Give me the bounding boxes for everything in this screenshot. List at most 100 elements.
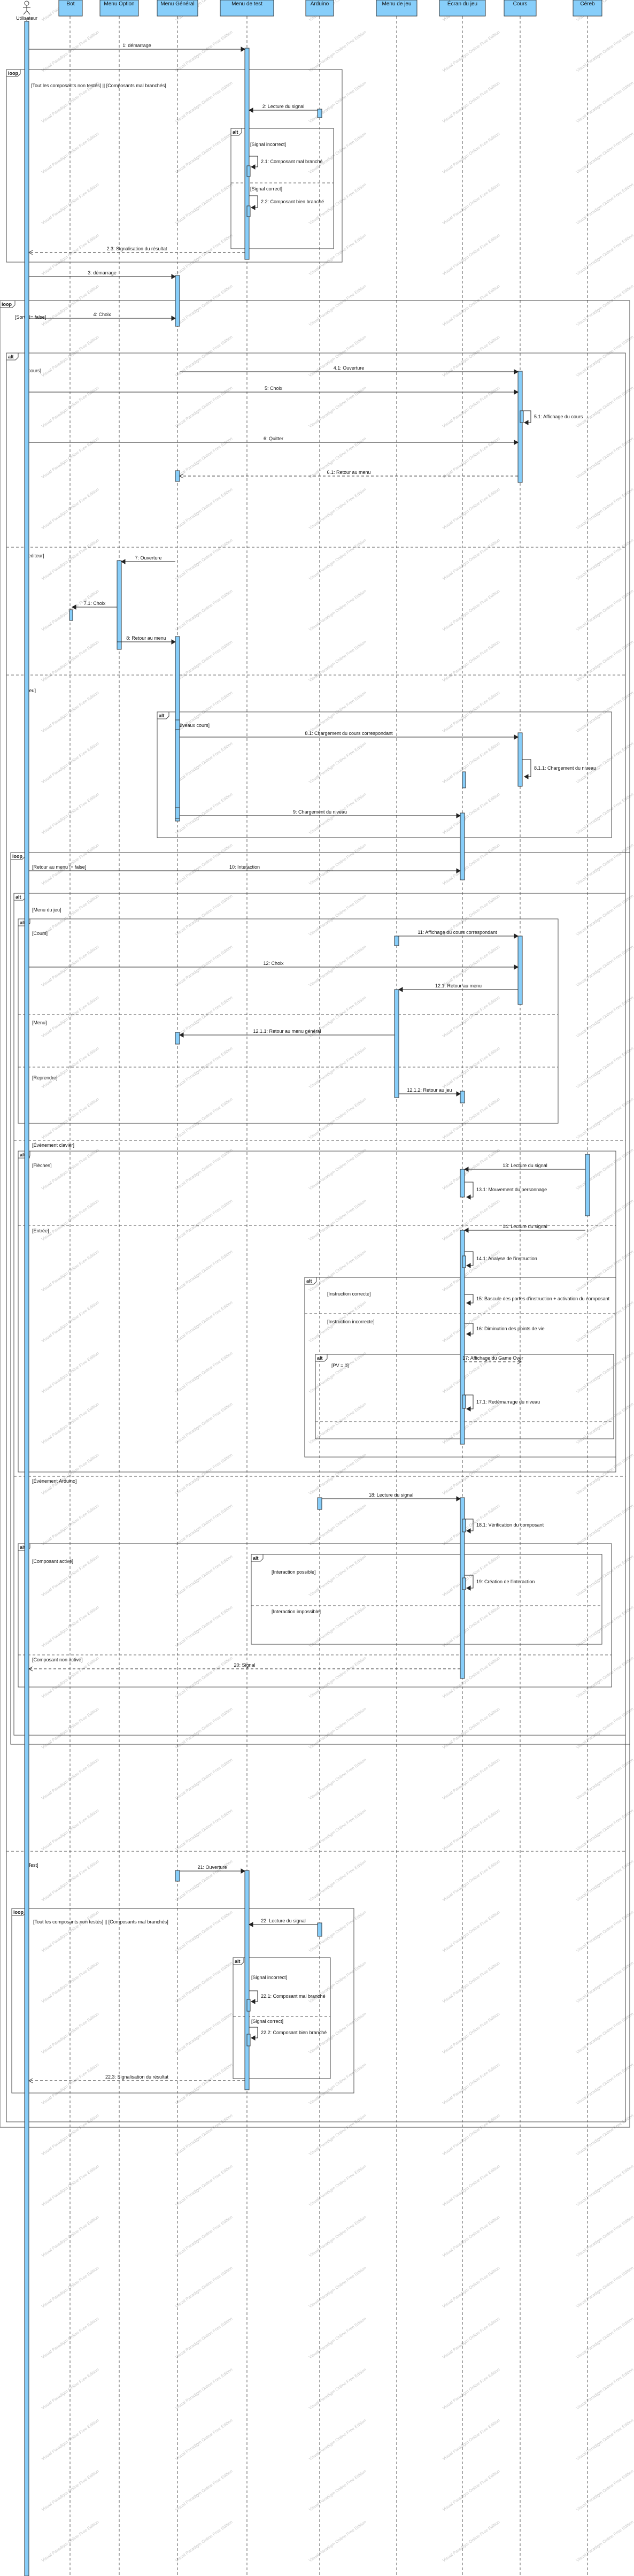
watermark-text: Visual Paradigm Online Free Edition: [575, 2367, 634, 2410]
message-m1: 1: démarrage: [29, 43, 246, 52]
watermark-text: Visual Paradigm Online Free Edition: [308, 893, 367, 937]
watermark-text: Visual Paradigm Online Free Edition: [442, 1960, 501, 2004]
message-m21b: 21: Ouverture: [180, 1865, 246, 1874]
alt-niveau-cours-fragment: alt [Niveaux cours]: [157, 711, 612, 838]
watermark-text: Visual Paradigm Online Free Edition: [575, 2062, 634, 2105]
watermark-text: Visual Paradigm Online Free Edition: [174, 2214, 234, 2258]
participant-menu-option-label: Menu Option: [104, 1, 134, 7]
watermark-text: Visual Paradigm Online Free Edition: [308, 29, 367, 73]
message-m6: 6: Quitter: [29, 436, 519, 445]
alt-composant-fragment: alt [Composant activé] [Composant non ac…: [18, 1543, 612, 1688]
watermark-text: Visual Paradigm Online Free Edition: [575, 233, 634, 276]
watermark-text: Visual Paradigm Online Free Edition: [575, 1351, 634, 1394]
alt-interaction-impossible-guard: [Interaction impossible]: [272, 1609, 321, 1614]
watermark-text: Visual Paradigm Online Free Edition: [308, 2062, 367, 2105]
watermark-text: Visual Paradigm Online Free Edition: [442, 1655, 501, 1699]
watermark-text: Visual Paradigm Online Free Edition: [575, 436, 634, 479]
watermark-text: Visual Paradigm Online Free Edition: [308, 2113, 367, 2156]
loop-tests-fragment: loop [Tout les composants non testés] ||…: [6, 69, 343, 263]
watermark-text: Visual Paradigm Online Free Edition: [174, 538, 234, 581]
watermark-text: Visual Paradigm Online Free Edition: [308, 2367, 367, 2410]
watermark-text: Visual Paradigm Online Free Edition: [308, 588, 367, 632]
watermark-text: Visual Paradigm Online Free Edition: [41, 436, 100, 479]
message-label-m1: 1: démarrage: [122, 43, 151, 48]
watermark-text: Visual Paradigm Online Free Edition: [575, 1706, 634, 1750]
watermark-text: Visual Paradigm Online Free Edition: [174, 1452, 234, 1496]
message-label-m81: 8.1: Chargement du cours correspondant: [305, 731, 393, 736]
watermark-text: Visual Paradigm Online Free Edition: [442, 1859, 501, 1902]
svg-text:alt: alt: [8, 354, 14, 359]
watermark-text: Visual Paradigm Online Free Edition: [174, 436, 234, 479]
watermark-text: Visual Paradigm Online Free Edition: [575, 2418, 634, 2461]
watermark-text: Visual Paradigm Online Free Edition: [174, 639, 234, 683]
svg-text:alt: alt: [233, 129, 238, 135]
self-message-m811: 8.1.1: Chargement du niveau: [522, 759, 596, 779]
activation-ecran-jeu-1: [460, 812, 465, 880]
watermark-text: Visual Paradigm Online Free Edition: [442, 741, 501, 784]
watermark-text: Visual Paradigm Online Free Edition: [174, 2011, 234, 2054]
watermark-text: Visual Paradigm Online Free Edition: [442, 2062, 501, 2105]
watermark-text: Visual Paradigm Online Free Edition: [442, 792, 501, 835]
alt-composant-non-active-guard: [Composant non activé]: [32, 1657, 83, 1662]
activation-arduino-2: [317, 1497, 322, 1510]
alt-instruction-correcte-guard: [Instruction correcte]: [327, 1291, 371, 1297]
watermark-text: Visual Paradigm Online Free Edition: [442, 182, 501, 225]
activation-utilisateur: [24, 21, 29, 2576]
activation-menu-de-jeu-2: [394, 989, 399, 1098]
watermark-text: Visual Paradigm Online Free Edition: [442, 2468, 501, 2512]
watermark-text: Visual Paradigm Online Free Edition: [174, 233, 234, 276]
svg-text:loop: loop: [8, 71, 18, 76]
activations: [24, 21, 590, 2576]
message-m23: 2.3: Signalisation du résultat: [28, 246, 245, 255]
watermark-text: Visual Paradigm Online Free Edition: [442, 1300, 501, 1343]
watermark-text: Visual Paradigm Online Free Edition: [174, 2113, 234, 2156]
watermark-text: Visual Paradigm Online Free Edition: [442, 80, 501, 124]
watermark-layer: Visual Paradigm Online Free EditionVisua…: [41, 0, 634, 2563]
alt-evenement-clavier-guard: [Évènement clavier]: [32, 1143, 74, 1148]
activation-ecran-jeu-nested-4: [462, 1519, 466, 1532]
message-m1212: 12.1.2: Retour au jeu: [399, 1087, 461, 1097]
activation-menu-de-test-nested-1: [246, 165, 251, 177]
watermark-text: Visual Paradigm Online Free Edition: [174, 842, 234, 886]
watermark-text: Visual Paradigm Online Free Edition: [174, 2164, 234, 2207]
activation-ecran-jeu-4: [460, 1230, 465, 1445]
message-m4: 4: Choix: [29, 312, 176, 321]
watermark-text: Visual Paradigm Online Free Edition: [442, 2265, 501, 2309]
watermark-text: Visual Paradigm Online Free Edition: [41, 893, 100, 937]
watermark-text: Visual Paradigm Online Free Edition: [174, 995, 234, 1038]
watermark-text: Visual Paradigm Online Free Edition: [308, 944, 367, 987]
watermark-text: Visual Paradigm Online Free Edition: [442, 1910, 501, 1953]
svg-text:alt: alt: [317, 1355, 323, 1361]
watermark-text: Visual Paradigm Online Free Edition: [41, 1351, 100, 1394]
message-label-m222: 22.2: Composant bien branché: [261, 2030, 327, 2035]
watermark-text: Visual Paradigm Online Free Edition: [174, 1554, 234, 1597]
alt-composant-active-guard: [Composant activé]: [32, 1559, 73, 1564]
message-label-m8: 8: Retour au menu: [126, 635, 166, 641]
message-m20: 20: Signal: [28, 1662, 460, 1672]
self-message-m221: 22.1: Composant mal branché: [249, 1990, 326, 2004]
activation-menu-de-test-1: [244, 48, 250, 260]
participant-cereb-label: Céreb: [580, 1, 595, 7]
watermark-text: Visual Paradigm Online Free Edition: [442, 436, 501, 479]
guard-retour: [Menu]: [32, 1020, 47, 1025]
watermark-text: Visual Paradigm Online Free Edition: [442, 1605, 501, 1648]
alt-cours-guard: [cours]: [27, 368, 41, 373]
participant-menu-general-label: Menu Général: [160, 1, 194, 7]
alt-jeu-guard: [jeu]: [27, 688, 36, 693]
self-message-m51: 5.1: Affichage du cours: [522, 410, 583, 425]
watermark-text: Visual Paradigm Online Free Edition: [308, 2214, 367, 2258]
watermark-text: Visual Paradigm Online Free Edition: [575, 1554, 634, 1597]
watermark-text: Visual Paradigm Online Free Edition: [174, 1097, 234, 1140]
watermark-text: Visual Paradigm Online Free Edition: [308, 334, 367, 378]
alt-menu-jeu-fragment: alt [Menu du jeu] [Évènement clavier] [É…: [13, 893, 626, 1736]
participant-cours: Cours: [504, 0, 537, 17]
watermark-text: Visual Paradigm Online Free Edition: [575, 29, 634, 73]
watermark-text: Visual Paradigm Online Free Edition: [308, 2164, 367, 2207]
loop-retour-menu-guard: [Retour au menu != false]: [32, 864, 86, 870]
message-label-m121: 12.1: Retour au menu: [435, 983, 482, 988]
watermark-text: Visual Paradigm Online Free Edition: [575, 1808, 634, 1851]
svg-text:alt: alt: [159, 713, 165, 718]
guard-fleches: [Flèches]: [32, 1163, 52, 1168]
alt-evenement-arduino-guard: [Évènement Arduino]: [32, 1478, 77, 1484]
message-label-m223: 22.3: Signalisation du résultat: [105, 2074, 169, 2080]
